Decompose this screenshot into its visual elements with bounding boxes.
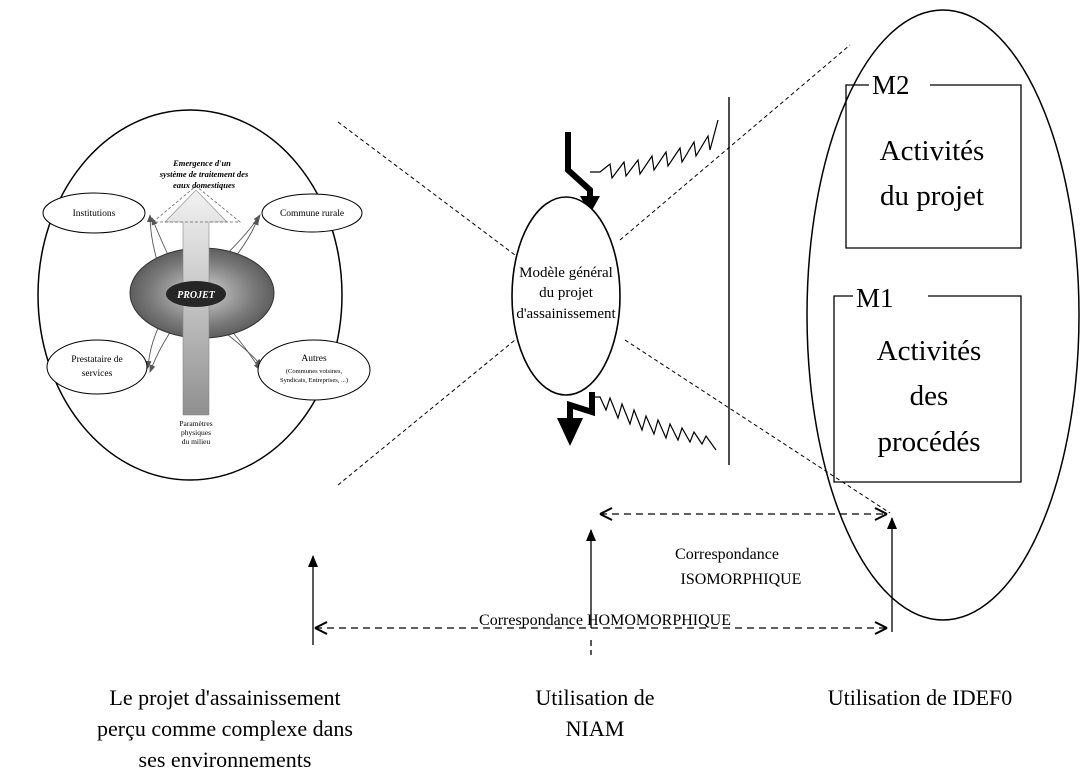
commune-rurale-ellipse bbox=[261, 193, 363, 233]
m1-line2: des bbox=[910, 380, 949, 412]
parametres-line3: du milieu bbox=[182, 437, 211, 446]
parametres-line2: physiques bbox=[181, 428, 211, 437]
caption-middle-line2: NIAM bbox=[565, 716, 625, 741]
idef0-ellipse bbox=[806, 9, 1080, 621]
homomorphic-label: Correspondance HOMOMORPHIQUE bbox=[479, 612, 731, 629]
model-ellipse bbox=[511, 196, 621, 396]
isomorphic-label-line2: ISOMORPHIQUE bbox=[681, 571, 802, 588]
caption-middle-line1: Utilisation de bbox=[535, 685, 655, 710]
autres-ellipse bbox=[257, 339, 371, 401]
output-arrow-head bbox=[557, 418, 583, 446]
emergence-line1: Emergence d'un bbox=[172, 158, 231, 168]
emergence-line2: système de traitement des bbox=[159, 169, 249, 179]
prestataire-label-line1: Prestataire de bbox=[71, 355, 122, 365]
m1-line1: Activités bbox=[877, 335, 982, 367]
autres-detail-line1: (Communes voisines, bbox=[286, 368, 343, 375]
m2-label: M2 bbox=[872, 70, 910, 100]
output-arrow-icon bbox=[567, 392, 595, 425]
model-label-line3: d'assainissement bbox=[516, 306, 616, 322]
caption-right: Utilisation de IDEF0 bbox=[780, 682, 1060, 713]
environment-ellipse bbox=[37, 109, 343, 481]
prestataire-label-line2: services bbox=[82, 369, 113, 379]
emergence-line3: eaux domestiques bbox=[173, 180, 236, 190]
prestataire-ellipse bbox=[46, 339, 148, 395]
m1-line3: procédés bbox=[877, 426, 980, 458]
model-label-line2: du projet bbox=[539, 285, 594, 301]
isomorphic-label-line1: Correspondance bbox=[675, 546, 779, 563]
m2-box bbox=[845, 84, 1022, 249]
commune-rurale-label: Commune rurale bbox=[280, 209, 344, 219]
institutions-ellipse bbox=[42, 192, 146, 234]
autres-label: Autres bbox=[301, 354, 327, 364]
left-panel: PROJET Emergence d'un système de traitem… bbox=[37, 109, 371, 481]
caption-right-line1: Utilisation de IDEF0 bbox=[827, 685, 1013, 710]
institutions-label: Institutions bbox=[73, 209, 116, 219]
m2-line1: Activités bbox=[880, 135, 985, 167]
m1-label: M1 bbox=[856, 283, 894, 313]
spring-top-icon bbox=[590, 119, 719, 180]
model-label-line1: Modèle général bbox=[519, 265, 613, 281]
projet-label-ellipse bbox=[166, 281, 226, 307]
m1-box bbox=[833, 295, 1022, 483]
input-arrow-head bbox=[580, 196, 600, 214]
correspondence-arrows bbox=[308, 507, 897, 655]
projet-label: PROJET bbox=[177, 290, 216, 301]
parametres-line1: Paramètres bbox=[179, 419, 212, 428]
caption-middle: Utilisation de NIAM bbox=[480, 682, 710, 744]
caption-left-line2: perçu comme complexe dans bbox=[97, 716, 353, 741]
caption-left-line3: ses environnements bbox=[138, 747, 312, 772]
projection-lines bbox=[337, 44, 891, 514]
input-arrow-icon bbox=[565, 132, 593, 205]
spring-bottom-icon bbox=[592, 396, 717, 451]
right-panel: M2 Activités du projet M1 Activités des … bbox=[806, 9, 1080, 621]
emergence-dashed-head bbox=[151, 185, 242, 223]
center-model: Modèle général du projet d'assainissemen… bbox=[511, 97, 730, 465]
caption-left-line1: Le projet d'assainissement bbox=[109, 685, 341, 710]
autres-detail-line2: Syndicats, Entreprises, ...) bbox=[280, 377, 348, 384]
caption-left: Le projet d'assainissement perçu comme c… bbox=[60, 682, 390, 775]
m2-line2: du projet bbox=[880, 180, 984, 212]
